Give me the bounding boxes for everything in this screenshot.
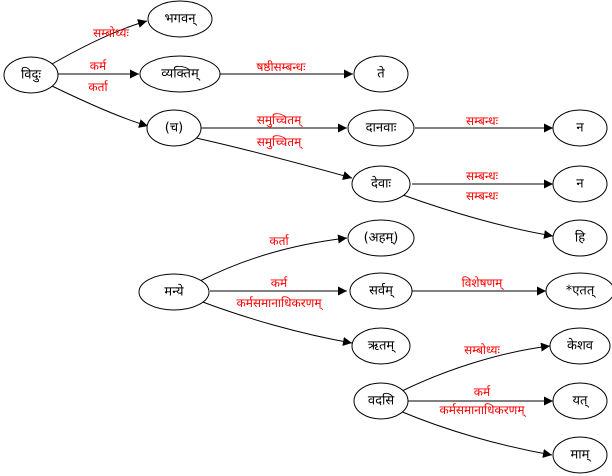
edge-label-samuccitam: समुच्चितम् (257, 113, 304, 128)
node-te: ते (353, 55, 409, 93)
edge-manye-aham (199, 234, 348, 282)
edge-labels: सम्बोध्यः कर्म कर्ता षष्ठीसम्बन्धः समुच्… (88, 26, 526, 418)
node-label: मन्ये (164, 284, 184, 300)
node-label: वदसि (368, 393, 394, 409)
node-label: ऋतम् (368, 339, 396, 354)
node-na2: न (552, 165, 608, 203)
edge-label-shashthisambandha: षष्ठीसम्बन्धः (256, 60, 306, 74)
node-vyaktim: व्यक्तिम् (139, 55, 221, 93)
edge-label-sambandha: सम्बन्धः (466, 169, 499, 183)
node-label: (अहम्) (364, 231, 399, 246)
node-label: सर्वम् (369, 283, 395, 299)
edge-label-samuccitam: समुच्चितम् (257, 135, 304, 150)
edge-vidu-bhagavan (51, 19, 148, 65)
node-label: न (576, 177, 584, 192)
node-label: (च) (165, 121, 183, 136)
node-mam: माम् (552, 436, 608, 474)
edge-label-karmasamanadhikaranam: कर्मसमानाधिकरणम् (236, 296, 323, 311)
node-label: देवाः (371, 176, 391, 192)
node-devah: देवाः (351, 165, 411, 203)
node-label: हि (575, 230, 586, 246)
node-aham: (अहम्) (347, 219, 415, 257)
node-yat: यत् (552, 382, 608, 420)
node-ca: (च) (146, 109, 202, 147)
node-label: केशव (567, 338, 594, 354)
node-label: भगवन् (165, 12, 198, 27)
node-label: न (576, 121, 584, 136)
node-label: ते (377, 66, 385, 82)
edge-label-karta: कर्ता (269, 234, 289, 248)
edge-manye-rtam (199, 300, 353, 346)
node-vidu: विदुः (3, 56, 59, 94)
node-hi: हि (552, 219, 608, 257)
edge-label-karma: कर्म (474, 385, 491, 399)
edge-devah-hi (402, 194, 554, 239)
node-label: माम् (571, 448, 592, 463)
edge-vadasi-keshava (401, 342, 551, 392)
edges (51, 19, 554, 458)
edge-label-karta: कर्ता (88, 80, 108, 94)
node-etat: *एतत् (545, 272, 612, 310)
node-label: *एतत् (566, 284, 597, 299)
edge-label-sambodhya: सम्बोध्यः (93, 26, 129, 40)
edge-vadasi-mam (399, 410, 553, 458)
edge-label-sambodhya: सम्बोध्यः (464, 343, 500, 357)
node-label: यत् (573, 394, 590, 409)
node-danavah: दानवाः (347, 109, 415, 147)
edge-label-karma: कर्म (271, 276, 288, 290)
node-na1: न (552, 109, 608, 147)
node-rtam: ऋतम् (351, 327, 411, 365)
edge-label-karma: कर्म (90, 59, 107, 73)
node-label: विदुः (21, 67, 41, 83)
node-keshava: केशव (549, 327, 611, 365)
node-label: व्यक्तिम् (161, 66, 201, 82)
node-manye: मन्ये (138, 273, 210, 311)
nodes: विदुः भगवन् व्यक्तिम् ते (च) दानवाः न द (3, 0, 612, 474)
edge-label-visheshanam: विशेषणम् (462, 276, 505, 291)
edge-vidu-ca (51, 85, 149, 128)
edge-label-sambandha: सम्बन्धः (466, 114, 499, 128)
node-bhagavan: भगवन् (147, 0, 213, 38)
node-sarvam: सर्वम् (349, 272, 413, 310)
edge-ca-devah (195, 137, 353, 180)
node-vadasi: वदसि (353, 382, 409, 420)
node-label: दानवाः (366, 121, 397, 136)
edge-label-sambandha: सम्बन्धः (466, 189, 499, 203)
edge-label-karmasamanadhikaranam: कर्मसमानाधिकरणम् (439, 403, 526, 418)
